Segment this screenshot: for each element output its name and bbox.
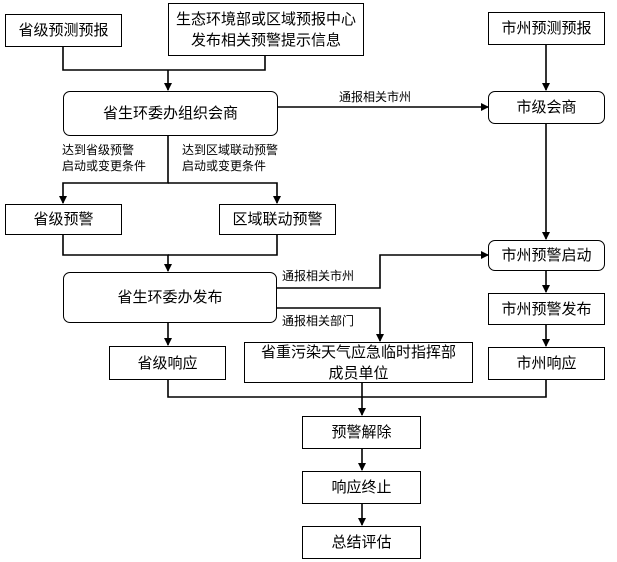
notify-depts-label: 通报相关部门: [282, 314, 355, 328]
city-warning-publish-box: 市州预警发布: [488, 293, 605, 325]
arrow-regional: [168, 182, 281, 204]
province-consult-box: 省生环委办组织会商: [63, 91, 278, 136]
edge-regional-merge: [168, 233, 278, 256]
provincial-forecast-box: 省级预测预报: [5, 14, 122, 47]
city-consult-box: 市级会商: [488, 91, 605, 124]
edge-consult-split: [59, 136, 169, 204]
arrow-publish-notify-city: [275, 251, 489, 289]
ecology-center-line-1: 生态环境部或区域预报中心: [175, 10, 356, 29]
notify-city-label-1: 通报相关市州: [339, 90, 412, 104]
city-forecast-box: 市州预测预报: [488, 12, 605, 45]
edge-ecology-center: [168, 56, 266, 71]
city-warning-start-box: 市州预警启动: [488, 240, 605, 271]
regional-warning-box: 区域联动预警: [219, 204, 336, 235]
province-publish-box: 省生环委办发布: [63, 272, 277, 323]
provincial-condition-line-1: 达到省级预警: [62, 143, 135, 157]
command-units-line-1: 省重污染天气应急临时指挥部: [260, 343, 456, 362]
provincial-condition-label: 达到省级预警 启动或变更条件: [62, 143, 146, 174]
regional-condition-label: 达到区域联动预警 启动或变更条件: [182, 143, 278, 174]
regional-condition-line-1: 达到区域联动预警: [182, 143, 279, 157]
edge-warnings-merge: [62, 233, 172, 272]
response-end-box: 响应终止: [302, 471, 421, 504]
command-units-box: 省重污染天气应急临时指挥部 成员单位: [244, 342, 473, 383]
arrow-publish-notify-depts: [275, 307, 384, 342]
city-response-box: 市州响应: [488, 347, 605, 380]
notify-city-label-2: 通报相关市州: [282, 269, 355, 283]
ecology-center-box: 生态环境部或区域预报中心 发布相关预警提示信息: [168, 3, 364, 56]
warning-lift-box: 预警解除: [302, 416, 421, 449]
command-units-line-2: 成员单位: [328, 363, 389, 382]
ecology-center-line-2: 发布相关预警提示信息: [190, 30, 341, 49]
summary-box: 总结评估: [302, 526, 421, 559]
regional-condition-line-2: 启动或变更条件: [182, 158, 267, 173]
edge-bottom-merge: [167, 380, 547, 398]
provincial-condition-line-2: 启动或变更条件: [62, 158, 147, 173]
provincial-warning-box: 省级预警: [5, 204, 122, 235]
edge-provincial-forecast: [62, 46, 168, 71]
provincial-response-box: 省级响应: [109, 346, 226, 380]
